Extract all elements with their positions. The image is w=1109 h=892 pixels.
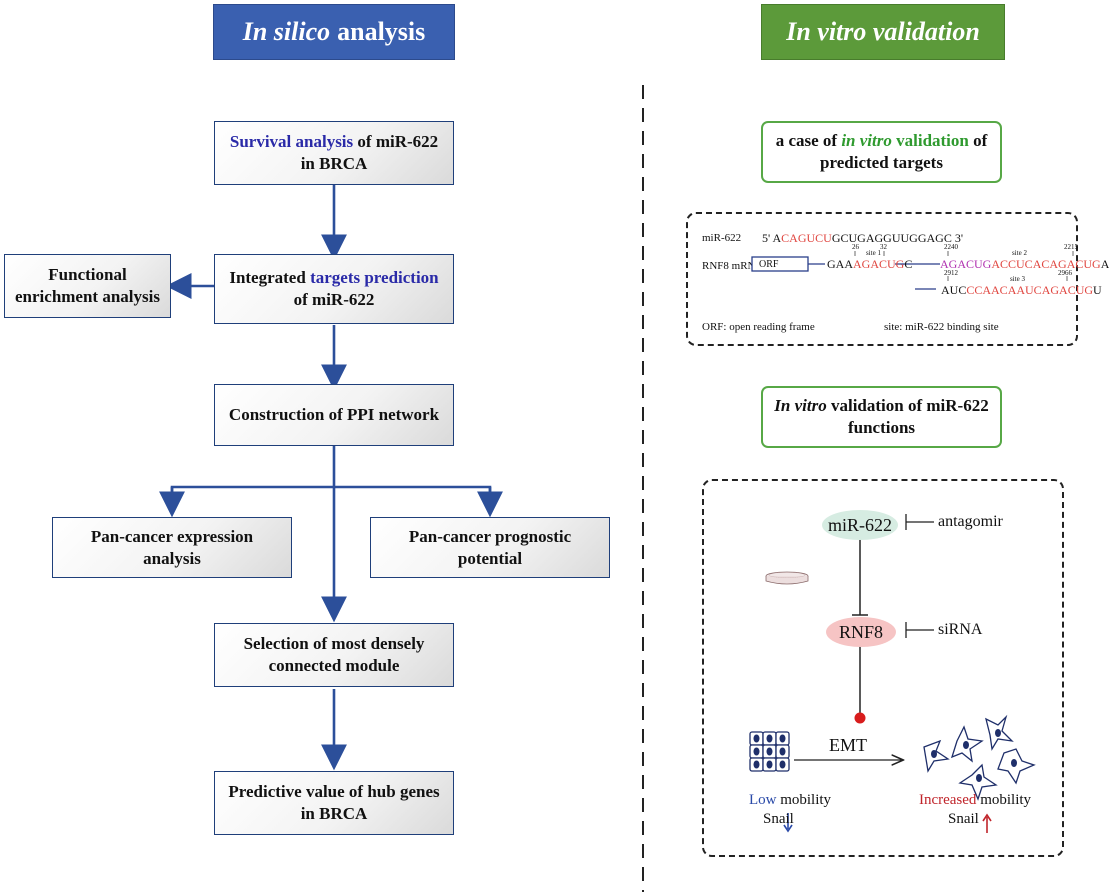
flow-connectors [159,183,503,771]
site1-pre: GAA [827,257,853,271]
site3-pre: AUC [941,283,967,297]
pan-prog-line1: Pan-cancer prognostic [408,526,572,546]
antagomir-label: antagomir [938,513,1003,530]
case-italic: in vitro [841,131,892,150]
mir-seq-pre: 5' A [762,231,782,245]
functions-text: validation of miR-622 [826,396,989,415]
site1-post: C [904,257,913,271]
hub-genes-box: Predictive value of hub genes in BRCA [214,771,454,835]
low-text: Low [748,792,777,808]
pan-expr-line1: Pan-cancer expression [90,526,254,546]
case-text-mid: validation [891,131,969,150]
rnf8-oval: RNF8 [826,617,896,647]
banner-italic-text: In silico [242,17,331,46]
survival-line2: in BRCA [300,154,368,173]
site1-start: 26 [852,243,859,251]
site3-seed: CCAACAAUCAGACUG [966,283,1094,297]
site3-sequence: AUCCCAACAAUCAGACUGU [941,283,1102,298]
in-silico-banner: In silico analysis [213,4,455,60]
targets-highlight: targets prediction [310,268,439,287]
low-mobility-label: Low mobility Snail [730,791,850,829]
banner-italic-text: In vitro validation [786,17,980,46]
ppi-network-box: Construction of PPI network [214,384,454,446]
pan-cancer-expression-box: Pan-cancer expression analysis [52,517,292,578]
banner-text: analysis [337,17,426,46]
pan-expr-line2: analysis [143,548,201,568]
mir-label: miR-622 [702,232,742,244]
case-line2: predicted targets [820,153,943,172]
mobility-text: mobility [776,792,832,808]
survival-highlight: Survival analysis [229,132,354,151]
pan-cancer-prognostic-box: Pan-cancer prognostic potential [370,517,610,578]
targets-line2: of miR-622 [293,290,375,309]
site3-start: 2912 [944,269,958,277]
mir-sequence: 5' ACAGUCUGCUGAGGUUGGAGC 3' [762,231,963,246]
targets-text: Integrated [229,268,311,287]
column-divider [642,85,644,892]
densely-connected-module-box: Selection of most densely connected modu… [214,623,454,687]
functions-line2: functions [847,418,916,437]
site2-purple: AGACUG [940,257,992,271]
mesenchymal-cells-icon [923,714,1036,801]
orf-label: ORF [759,259,779,270]
branch-line [170,485,492,503]
increased-mobility-label: Increased mobility Snail [905,791,1045,829]
effect-dot [854,712,866,724]
site1-seed: AGACUG [853,257,905,271]
functions-italic: In vitro [774,396,827,415]
rnf8-mrna-label: RNF8 mRNA [702,260,764,272]
survival-analysis-box: Survival analysis of miR-622 in BRCA [214,121,454,185]
site2-sequence: AGACUGACCUCACAGACUGA [940,257,1109,272]
legend-site: site: miR-622 binding site [884,321,999,333]
pan-prog-line2: potential [457,548,523,568]
site3-label: site 3 [1010,275,1025,283]
module-line1: Selection of most densely [243,634,425,653]
mir-622-oval: miR-622 [822,510,898,540]
snail-text-high: Snail [948,811,979,827]
sirna-label: siRNA [938,621,983,638]
mir-seq-post: GCUGAGGUUGGAGC 3' [831,231,964,245]
in-vitro-banner: In vitro validation [761,4,1005,60]
mir-622-label: miR-622 [827,514,892,535]
increased-text: Increased [918,792,977,808]
site2-end: 2215 [1064,243,1078,251]
site2-start: 2240 [944,243,958,251]
enrichment-line2: enrichment analysis [15,287,160,306]
mrna-schematic [751,251,1074,290]
site2-label: site 2 [1012,249,1027,257]
binding-site-box [686,212,1078,346]
survival-text: of miR-622 [353,132,439,151]
emt-label: EMT [829,735,867,755]
site3-end: 2966 [1058,269,1072,277]
legend-orf: ORF: open reading frame [702,321,815,333]
mechanism-diagram [749,514,1036,833]
functional-enrichment-box: Functional enrichment analysis [4,254,171,318]
ppi-text: Construction of PPI network [228,405,440,424]
snail-text-low: Snail [763,811,794,827]
case-validation-box: a case of in vitro validation of predict… [761,121,1002,183]
enrichment-line1: Functional [48,265,127,284]
petri-dish-icon [765,571,809,585]
mir-seq-seed: CAGUCU [781,231,832,245]
functions-validation-box: In vitro validation of miR-622 functions [761,386,1002,448]
mechanism-box [702,479,1064,857]
rnf8-label: RNF8 [838,621,883,642]
mobility-text: mobility [976,792,1032,808]
module-line2: connected module [268,656,400,675]
site2-seed: ACCUCACAGACUG [991,257,1101,271]
site1-label: site 1 [866,249,881,257]
site2-post: A [1100,257,1109,271]
site3-post: U [1093,283,1102,297]
targets-prediction-box: Integrated targets prediction of miR-622 [214,254,454,324]
hub-line1: Predictive value of hub genes [228,782,440,801]
site1-end: 32 [880,243,887,251]
case-text-pre: a case of [775,131,842,150]
site1-sequence: GAAAGACUGC [827,257,912,272]
hub-line2: in BRCA [300,804,368,823]
case-text-post: of [968,131,988,150]
